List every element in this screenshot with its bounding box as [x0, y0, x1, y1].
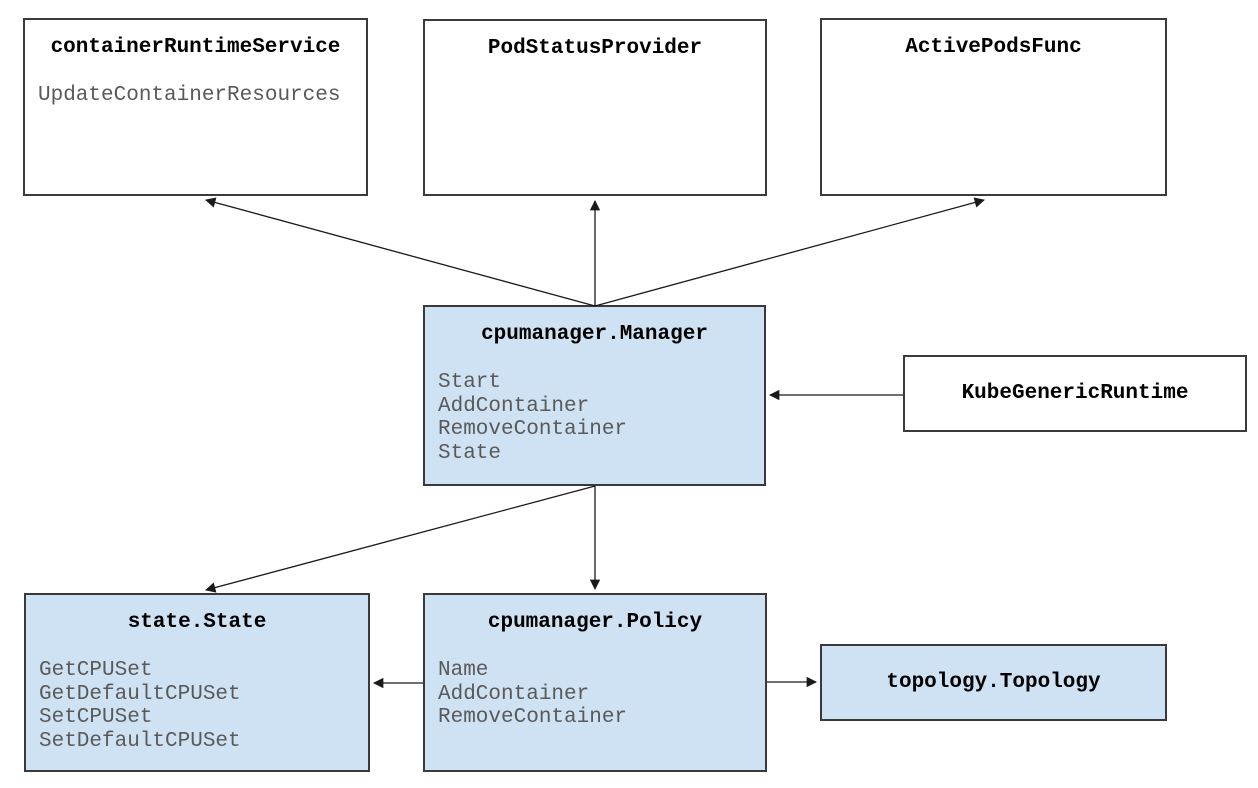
method-label: RemoveContainer [438, 706, 628, 729]
box-container-runtime-service: containerRuntimeService UpdateContainerR… [23, 18, 368, 196]
box-pod-status-provider: PodStatusProvider [423, 19, 767, 196]
method-label: UpdateContainerResources [38, 84, 341, 107]
box-active-pods-func: ActivePodsFunc [820, 18, 1167, 196]
box-title: topology.Topology [886, 671, 1101, 694]
box-title: PodStatusProvider [487, 37, 703, 60]
box-title: cpumanager.Manager [481, 323, 708, 346]
method-label: AddContainer [438, 394, 590, 418]
arrow-manager-to-state [204, 485, 596, 593]
box-title: KubeGenericRuntime [961, 382, 1189, 405]
method-list: GetCPUSet GetDefaultCPUSet SetCPUSet Set… [39, 659, 368, 753]
method-label: GetCPUSet [39, 659, 153, 682]
method-label: Start [438, 371, 502, 394]
box-kube-generic-runtime: KubeGenericRuntime [903, 355, 1247, 432]
arrow-manager-to-container-runtime-service [204, 197, 596, 307]
box-cpumanager-policy: cpumanager.Policy Name AddContainer Remo… [423, 593, 767, 772]
method-label: AddContainer [438, 682, 590, 706]
method-label: SetDefaultCPUSet [39, 729, 241, 753]
method-list: UpdateContainerResources [38, 84, 366, 108]
method-label: State [438, 441, 502, 465]
box-title: state.State [127, 611, 267, 634]
method-label: RemoveContainer [438, 418, 628, 441]
method-label: SetCPUSet [39, 706, 153, 729]
box-title: ActivePodsFunc [905, 36, 1082, 59]
box-title: containerRuntimeService [50, 36, 341, 59]
box-topology-topology: topology.Topology [820, 644, 1167, 721]
box-cpumanager-manager: cpumanager.Manager Start AddContainer Re… [423, 305, 766, 486]
method-label: GetDefaultCPUSet [39, 682, 241, 706]
box-title: cpumanager.Policy [487, 611, 703, 634]
method-list: Start AddContainer RemoveContainer State [438, 371, 764, 465]
method-label: Name [438, 659, 489, 682]
box-state-state: state.State GetCPUSet GetDefaultCPUSet S… [24, 593, 370, 772]
arrow-manager-to-active-pods-func [594, 197, 986, 307]
method-list: Name AddContainer RemoveContainer [438, 659, 765, 730]
